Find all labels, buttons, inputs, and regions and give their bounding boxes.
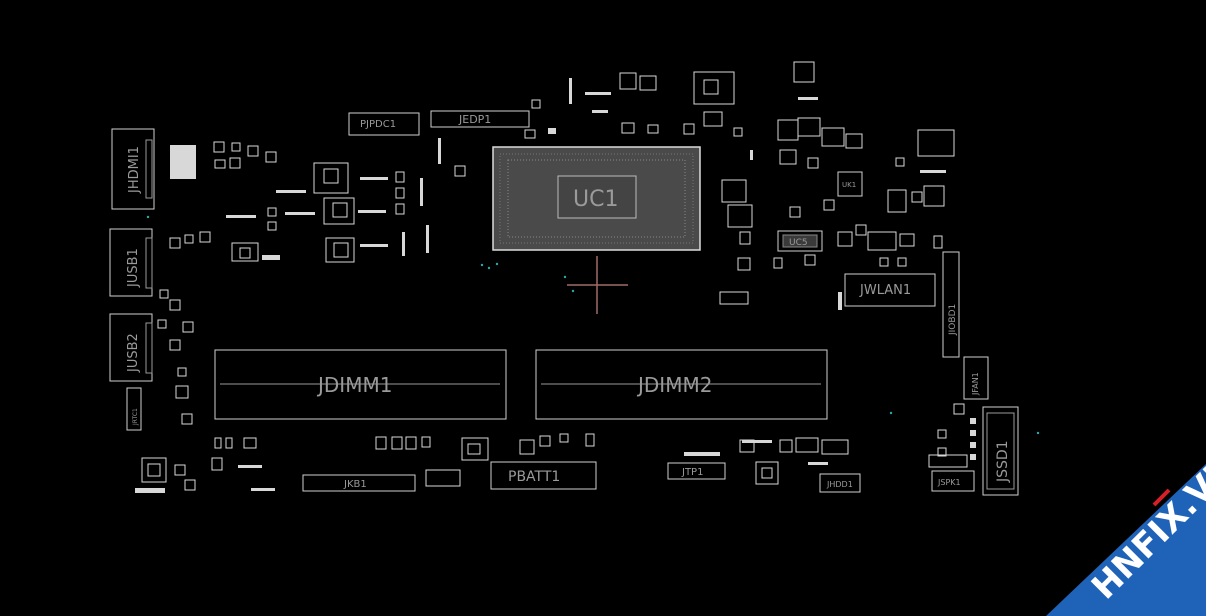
connector-jtp1[interactable]: JTP1 [667, 462, 726, 480]
watermark-accent [1152, 488, 1171, 507]
label-uk1: UK1 [842, 181, 856, 189]
label-uc1: UC1 [573, 187, 618, 212]
connector-jfan1[interactable]: JFAN1 [963, 356, 989, 400]
connector-jusb1[interactable]: JUSB1 [109, 228, 153, 297]
component-clusters [135, 61, 976, 493]
connector-jkb1[interactable]: JKB1 [302, 474, 416, 492]
connector-jusb2[interactable]: JUSB2 [109, 313, 153, 382]
label-jspk1: JSPK1 [937, 478, 961, 487]
cursor-crosshair [567, 256, 628, 314]
label-jhdd1: JHDD1 [826, 480, 853, 489]
watermark-logo: HNFIX.VN [1006, 426, 1206, 616]
label-pjpdc1: PJPDC1 [360, 119, 396, 130]
watermark-band [1046, 464, 1206, 616]
label-jusb1: JUSB1 [126, 248, 141, 288]
label-jwlan1: JWLAN1 [859, 283, 911, 298]
label-jedp1: JEDP1 [458, 113, 491, 126]
connector-jspk1[interactable]: JSPK1 [931, 470, 975, 492]
via-markers [146, 215, 1040, 435]
label-jdimm1: JDIMM1 [316, 373, 392, 397]
connector-pbatt1[interactable]: PBATT1 [490, 461, 597, 490]
label-uc5: UC5 [789, 238, 808, 248]
chip-uk1[interactable]: UK1 [837, 171, 863, 197]
label-jhdmi1: JHDMI1 [127, 146, 142, 194]
label-pbatt1: PBATT1 [508, 469, 560, 485]
connector-jiobd1[interactable]: JIOBD1 [942, 251, 960, 358]
label-jfan1: JFAN1 [971, 372, 980, 396]
chip-uc1[interactable]: UC1 [492, 146, 701, 251]
label-jiobd1: JIOBD1 [948, 304, 958, 336]
label-jtp1: JTP1 [681, 467, 703, 478]
label-jkb1: JKB1 [343, 479, 367, 490]
connector-jwlan1[interactable]: JWLAN1 [844, 273, 936, 307]
connector-jrtc1[interactable]: JRTC1 [126, 387, 142, 431]
connector-jedp1[interactable]: JEDP1 [430, 110, 530, 128]
label-jssd1: JSSD1 [995, 440, 1011, 483]
chip-uc5[interactable]: UC5 [777, 230, 823, 252]
label-jusb2: JUSB2 [126, 333, 141, 373]
connector-jssd1[interactable]: JSSD1 [982, 406, 1019, 496]
slot-jdimm2[interactable]: JDIMM2 [535, 349, 828, 420]
connector-jhdmi1[interactable]: JHDMI1 [111, 128, 155, 210]
connector-jhdd1[interactable]: JHDD1 [819, 473, 861, 493]
slot-jdimm1[interactable]: JDIMM1 [214, 349, 507, 420]
connector-pjpdc1[interactable]: PJPDC1 [348, 112, 420, 136]
label-jrtc1: JRTC1 [132, 408, 139, 426]
label-jdimm2: JDIMM2 [636, 373, 712, 397]
